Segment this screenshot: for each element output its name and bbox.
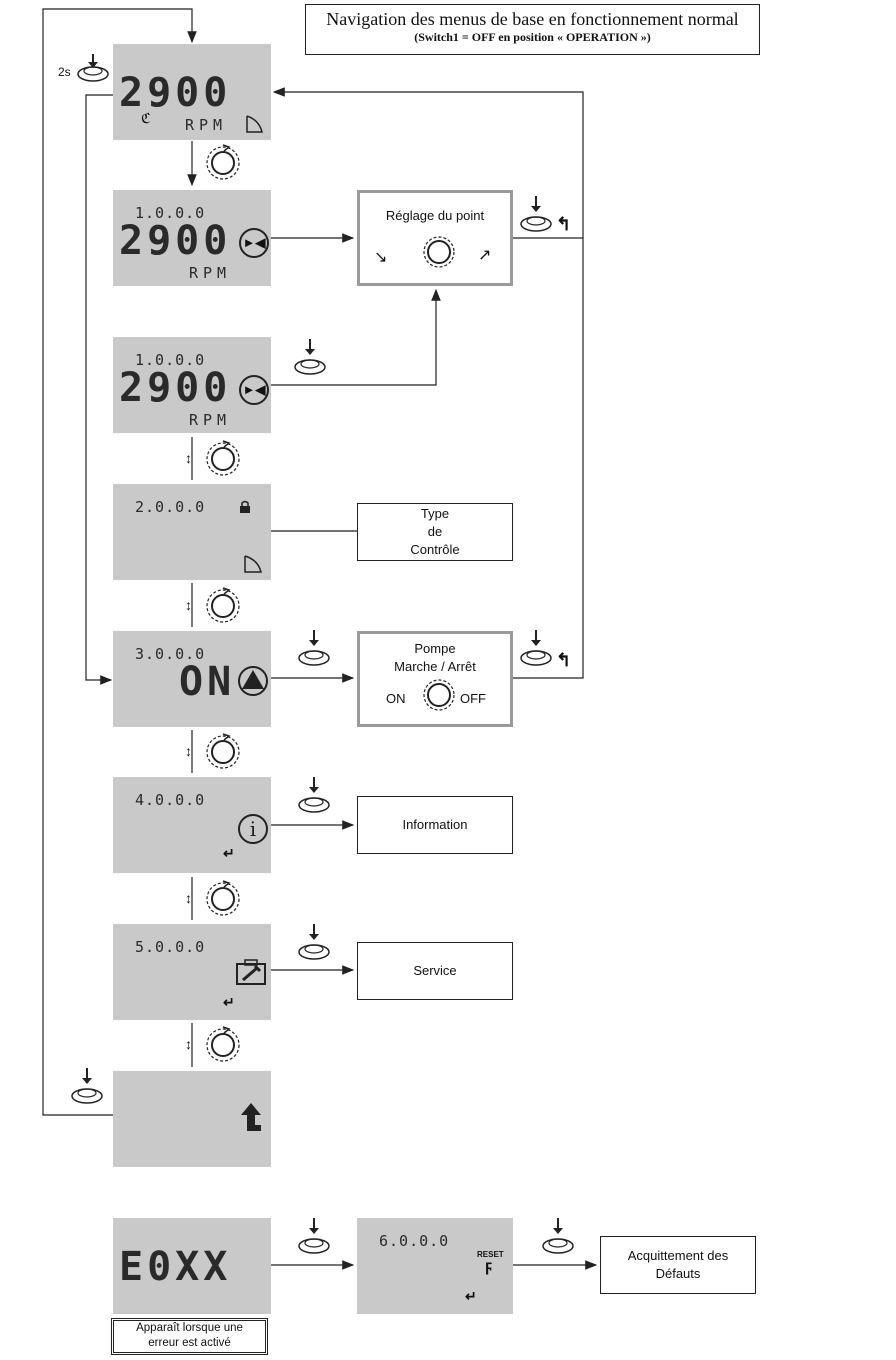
pump-screen: 3.0.0.0 ON [113, 631, 271, 727]
setpoint-screen: 1.0.0.0 2900 ►◀ RPM [113, 337, 271, 433]
decrease-arrow-icon: ↘ [374, 249, 388, 266]
diagram-title-box: Navigation des menus de base en fonction… [305, 4, 760, 55]
return-arrow-icon: ↰ [556, 214, 572, 234]
fault-ack-line-2: Défauts [655, 1266, 701, 1281]
pump-on-off-box: Pompe Marche / Arrêt ON OFF [357, 631, 513, 727]
enter-submenu-icon: ↵ [223, 845, 235, 861]
control-curve-icon [244, 555, 262, 573]
reset-screen: 6.0.0.0 RESET ϝ ↵ [357, 1218, 513, 1314]
rotary-knob-icon [206, 587, 240, 623]
bidirectional-arrow-icon: ↕ [185, 743, 192, 759]
control-type-menu-number: 2.0.0.0 [135, 498, 206, 516]
push-button-icon [542, 1218, 574, 1254]
enter-submenu-icon: ↵ [465, 1288, 477, 1304]
setpoint-unit: RPM [189, 411, 232, 429]
pump-box-title: Pompe [414, 641, 456, 656]
setpoint-mode-icon: ►◀ [239, 375, 269, 405]
main-rpm-value: 2900 [119, 70, 232, 116]
setpoint-adjust-label: Réglage du point [385, 208, 485, 223]
toolbox-icon [236, 959, 266, 985]
push-button-icon [298, 630, 330, 666]
service-screen: 5.0.0.0 ↵ [113, 924, 271, 1020]
pump-icon [238, 666, 268, 696]
setpoint-adjust-box: Réglage du point ↘ ↗ [357, 190, 513, 286]
push-button-icon [294, 339, 326, 375]
setpoint-edit-screen: 1.0.0.0 2900 ►◀ RPM [113, 190, 271, 286]
reset-fault-icon: ϝ [485, 1258, 493, 1275]
push-button-icon [298, 1218, 330, 1254]
info-menu-number: 4.0.0.0 [135, 791, 206, 809]
control-type-line-1: Type [420, 506, 450, 521]
diagram-title: Navigation des menus de base en fonction… [326, 9, 739, 29]
auto-mode-icon: ℭ [141, 110, 151, 126]
increase-arrow-icon: ↗ [478, 247, 492, 264]
bidirectional-arrow-icon: ↕ [185, 597, 192, 613]
service-menu-number: 5.0.0.0 [135, 938, 206, 956]
control-type-line-2: de [427, 524, 443, 539]
push-button-icon [520, 196, 552, 232]
push-button-icon [298, 924, 330, 960]
rotary-knob-icon [206, 144, 240, 180]
pump-menu-number: 3.0.0.0 [135, 645, 206, 663]
rotary-knob-icon [206, 1026, 240, 1062]
service-label: Service [413, 963, 457, 978]
information-label: Information [402, 817, 468, 832]
error-note-line-2: erreur est activé [148, 1337, 231, 1349]
pump-state-value: ON [179, 659, 236, 705]
return-arrow-icon: ↰ [556, 650, 572, 670]
setpoint-edit-menu-number: 1.0.0.0 [135, 204, 206, 222]
rotary-knob-icon [423, 679, 455, 711]
push-button-icon [298, 777, 330, 813]
setpoint-value: 2900 [119, 365, 232, 411]
control-type-line-3: Contrôle [410, 542, 460, 557]
fault-ack-line-1: Acquittement des [627, 1248, 729, 1263]
info-screen: 4.0.0.0 i ↵ [113, 777, 271, 873]
svg-text:i: i [250, 817, 256, 841]
pump-box-subtitle: Marche / Arrêt [394, 659, 476, 674]
setpoint-edit-value: 2900 [119, 218, 232, 264]
hold-duration-label: 2s [58, 65, 71, 79]
pump-on-label: ON [386, 691, 406, 706]
control-type-box: Type de Contrôle [357, 503, 513, 561]
enter-submenu-icon: ↵ [223, 994, 235, 1010]
rotary-knob-icon [206, 880, 240, 916]
pump-off-label: OFF [460, 691, 486, 706]
push-button-icon [77, 54, 109, 82]
control-type-screen: 2.0.0.0 [113, 484, 271, 580]
setpoint-edit-unit: RPM [189, 264, 232, 282]
rotary-knob-icon [206, 733, 240, 769]
fault-ack-box: Acquittement des Défauts [600, 1236, 756, 1294]
return-arrow-icon [241, 1103, 261, 1131]
information-box: Information [357, 796, 513, 854]
rotary-knob-icon [206, 440, 240, 476]
error-code-value: E0XX [119, 1244, 232, 1290]
bidirectional-arrow-icon: ↕ [185, 890, 192, 906]
bidirectional-arrow-icon: ↕ [185, 450, 192, 466]
info-icon: i [238, 814, 268, 844]
diagram-subtitle: (Switch1 = OFF en position « OPERATION »… [414, 30, 651, 44]
setpoint-mode-icon: ►◀ [239, 228, 269, 258]
reset-menu-number: 6.0.0.0 [379, 1232, 450, 1250]
lock-icon [240, 500, 250, 513]
setpoint-menu-number: 1.0.0.0 [135, 351, 206, 369]
error-note-line-1: Apparaît lorsque une [136, 1322, 243, 1334]
bidirectional-arrow-icon: ↕ [185, 1036, 192, 1052]
error-note: Apparaît lorsque une erreur est activé [111, 1318, 268, 1355]
push-button-icon [71, 1068, 103, 1104]
error-screen: E0XX [113, 1218, 271, 1314]
rotary-knob-icon [423, 236, 455, 268]
main-screen: 2900 ℭ RPM [113, 44, 271, 140]
service-box: Service [357, 942, 513, 1000]
main-rpm-unit: RPM [185, 116, 228, 134]
reset-label: RESET [477, 1250, 504, 1259]
push-button-icon [520, 630, 552, 666]
return-screen [113, 1071, 271, 1167]
control-curve-icon [246, 115, 263, 133]
